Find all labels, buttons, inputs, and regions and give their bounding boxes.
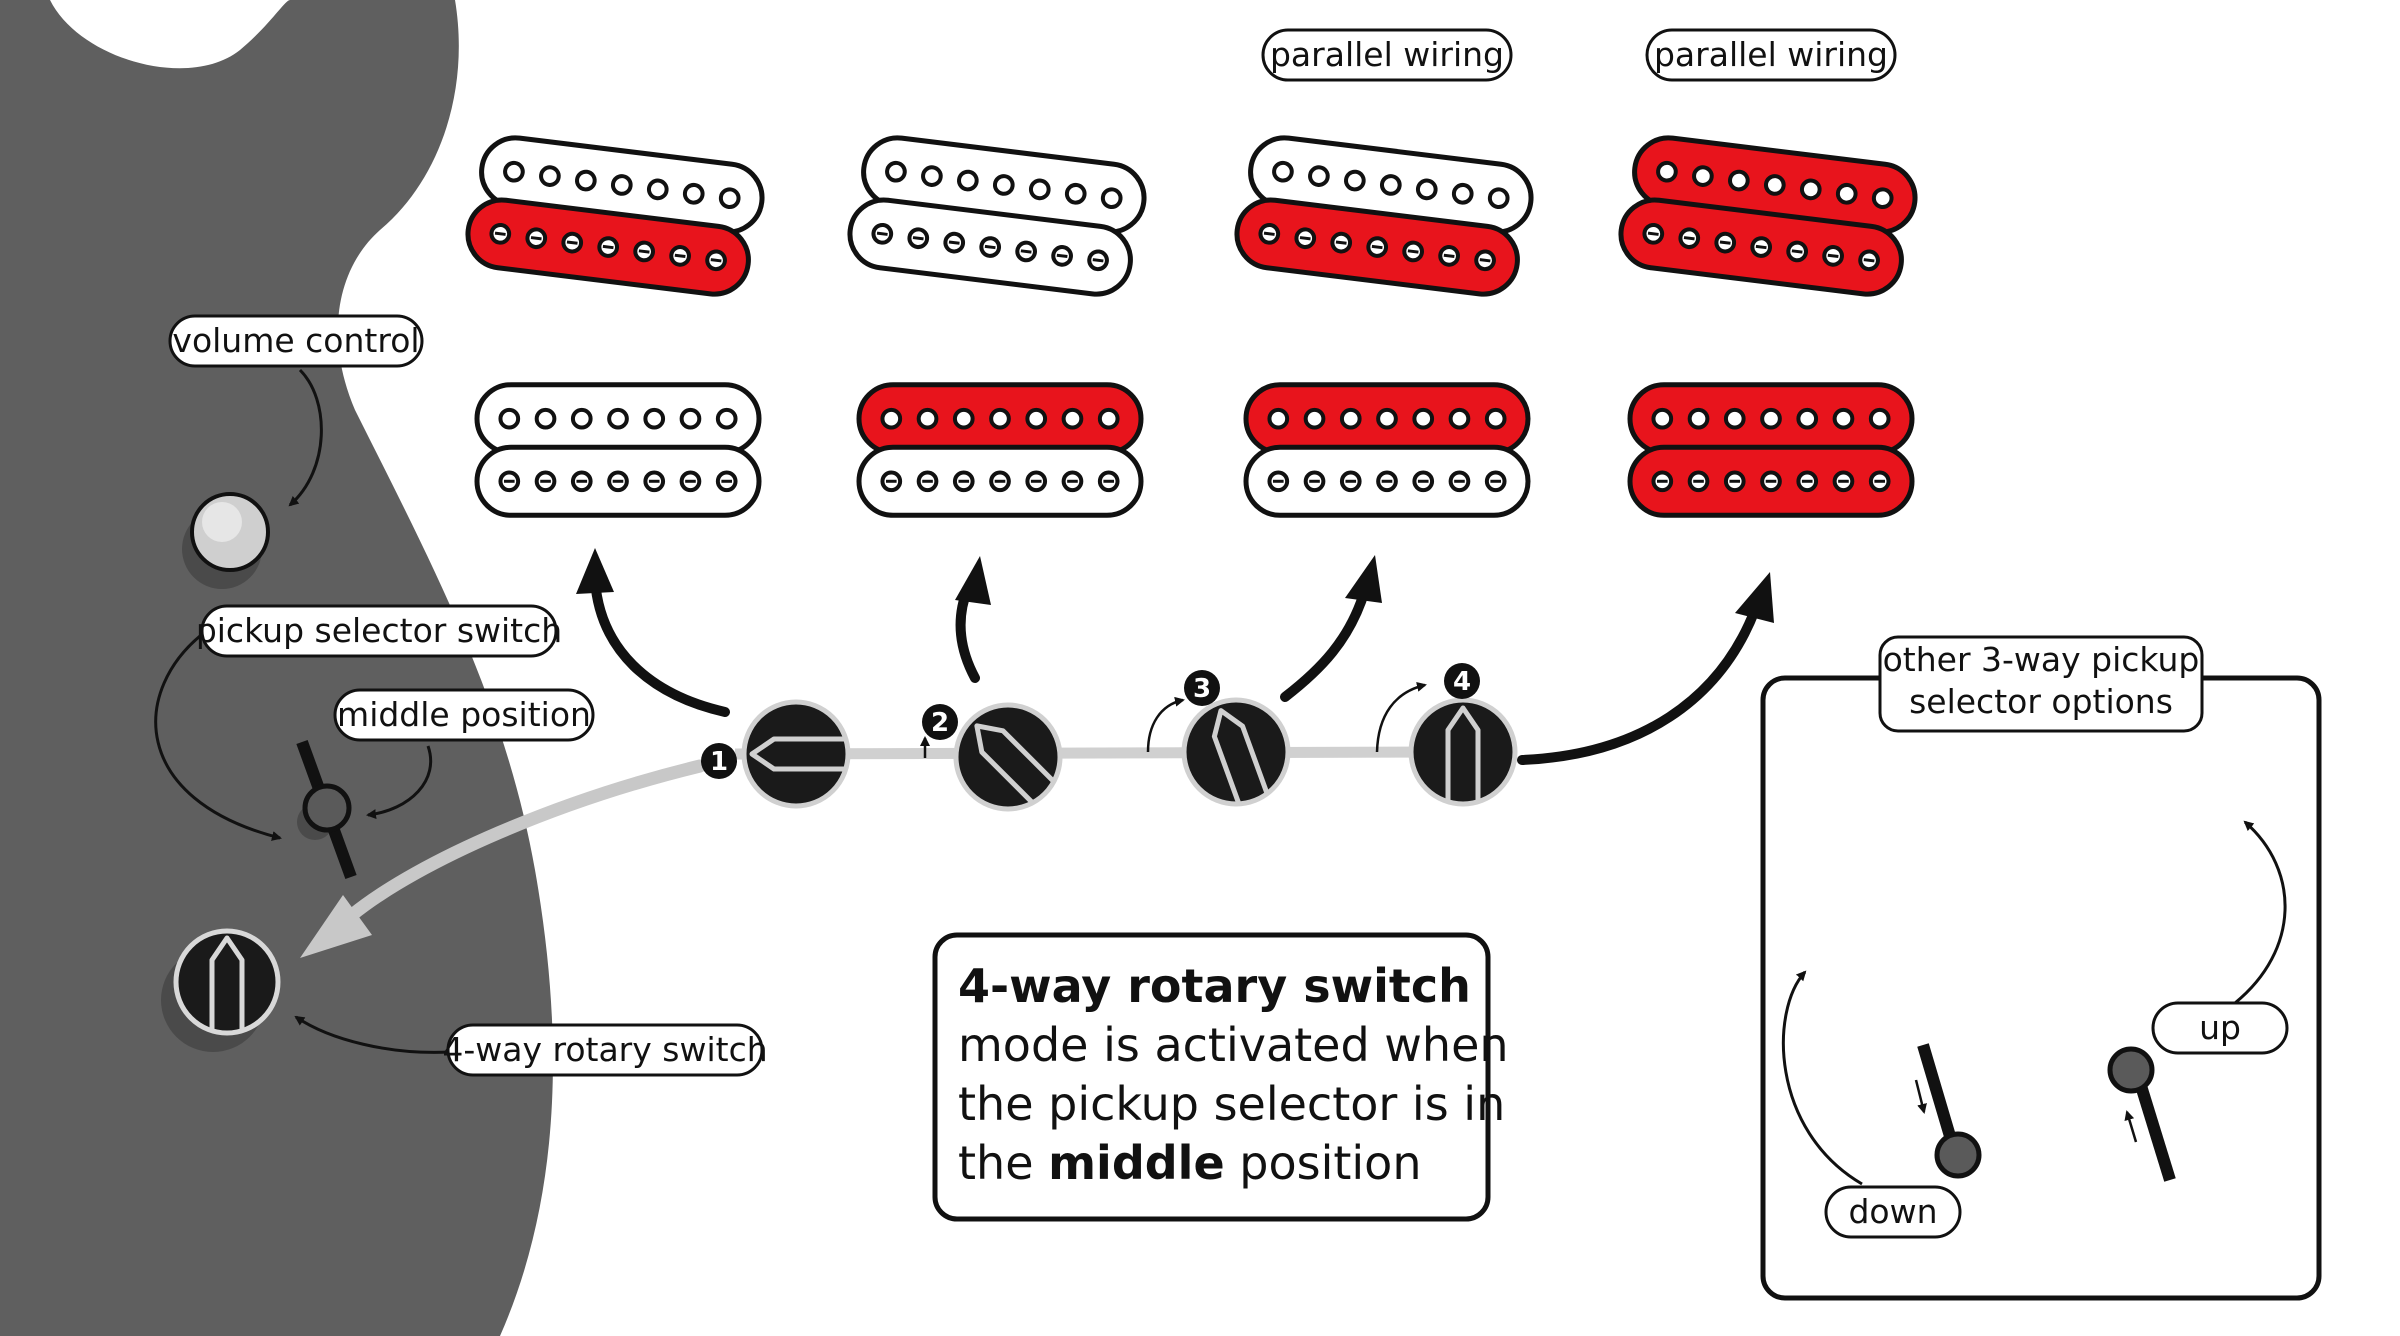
rotary-callout-line	[294, 1015, 451, 1054]
bridge-pickup-1-coil-2	[474, 444, 762, 518]
bridge-pickup-4-coil-2	[1627, 444, 1915, 518]
svg-text:up: up	[2199, 1008, 2241, 1047]
rotation-arrow-4	[1375, 681, 1427, 753]
rotary-track	[734, 746, 1451, 760]
middle-position-label: middle position	[333, 688, 595, 742]
position-number-4: 4	[1444, 663, 1480, 699]
volume-knob[interactable]	[182, 492, 270, 589]
bridge-pickup-4-coil-1	[1627, 382, 1915, 456]
neck-pickup-2	[847, 135, 1147, 297]
svg-text:volume control: volume control	[172, 321, 419, 360]
rotary-positions	[741, 697, 1518, 812]
note-line-3: the pickup selector is in	[958, 1077, 1505, 1131]
inset-switch-up	[2107, 1046, 2176, 1182]
up-label: up	[2151, 1001, 2289, 1055]
inset-title-1: other 3-way pickup	[1883, 640, 2200, 679]
rotary-switch-label: 4-way rotary switch	[442, 1023, 768, 1077]
svg-text:4: 4	[1453, 667, 1471, 697]
bridge-pickup-3-coil-1	[1243, 382, 1531, 456]
rotation-arrow-3	[1146, 696, 1185, 753]
guitar-body	[0, 0, 553, 1336]
middle-callout-line	[366, 745, 433, 820]
bridge-pickup-4	[1627, 382, 1915, 518]
rotary-knob-2[interactable]	[953, 702, 1063, 812]
svg-text:1: 1	[710, 747, 728, 777]
inset-title-2: selector options	[1909, 682, 2173, 721]
inset-switch-down	[1914, 1043, 1982, 1179]
svg-text:4-way rotary switch: 4-way rotary switch	[442, 1030, 767, 1069]
svg-text:2: 2	[931, 708, 949, 738]
rotary-knob-4[interactable]	[1408, 697, 1518, 807]
volume-callout-line	[288, 368, 323, 507]
svg-text:3: 3	[1193, 674, 1211, 704]
neck-pickup-3	[1234, 135, 1534, 297]
position-number-1: 1	[701, 743, 737, 779]
note-line-1: 4-way rotary switch	[958, 959, 1471, 1013]
inset-box: other 3-way pickup selector options	[1760, 635, 2322, 1301]
note-line-4: the middle position	[958, 1136, 1421, 1190]
selector-callout-line	[154, 630, 282, 841]
note-line-2: mode is activated when	[958, 1018, 1509, 1072]
down-label: down	[1824, 1185, 1962, 1239]
volume-control-label: volume control	[168, 314, 424, 368]
pickup-selector-switch[interactable]	[296, 739, 357, 880]
rotary-knob-3[interactable]	[1181, 697, 1291, 807]
bridge-pickup-1-coil-1	[474, 382, 762, 456]
neck-pickup-1	[465, 135, 765, 297]
svg-text:parallel wiring: parallel wiring	[1654, 35, 1888, 74]
bridge-pickup-2	[856, 382, 1144, 518]
neck-pickup-4-coil-2	[1618, 197, 1904, 297]
rotary-knob-1[interactable]	[741, 699, 851, 809]
position-numbers: 1 2 3 4	[701, 663, 1480, 779]
bridge-pickup-2-coil-2	[856, 444, 1144, 518]
bridge-pickup-3	[1243, 382, 1531, 518]
svg-text:down: down	[1848, 1192, 1937, 1231]
position-arrows	[576, 548, 1774, 765]
neck-pickup-2-coil-2	[847, 197, 1133, 297]
pickup-selector-label: pickup selector switch	[196, 604, 562, 658]
grey-arrow	[300, 759, 707, 958]
bridge-pickup-2-coil-1	[856, 382, 1144, 456]
svg-text:middle position: middle position	[337, 695, 591, 734]
down-callout-line	[1782, 970, 1863, 1186]
neck-pickup-4	[1618, 135, 1918, 297]
bridge-pickup-3-coil-2	[1243, 444, 1531, 518]
up-callout-line	[2234, 820, 2287, 1005]
parallel-wiring-label-2: parallel wiring	[1645, 28, 1897, 82]
rotary-switch-body[interactable]	[161, 928, 281, 1052]
bridge-pickup-1	[474, 382, 762, 518]
parallel-wiring-label-1: parallel wiring	[1261, 28, 1513, 82]
position-number-2: 2	[922, 704, 958, 740]
neck-pickup-1-coil-2	[465, 197, 751, 297]
svg-text:parallel wiring: parallel wiring	[1270, 35, 1504, 74]
note-box: 4-way rotary switch mode is activated wh…	[932, 932, 1509, 1222]
svg-text:pickup selector switch: pickup selector switch	[196, 611, 562, 650]
position-number-3: 3	[1184, 670, 1220, 706]
neck-pickup-3-coil-2	[1234, 197, 1520, 297]
